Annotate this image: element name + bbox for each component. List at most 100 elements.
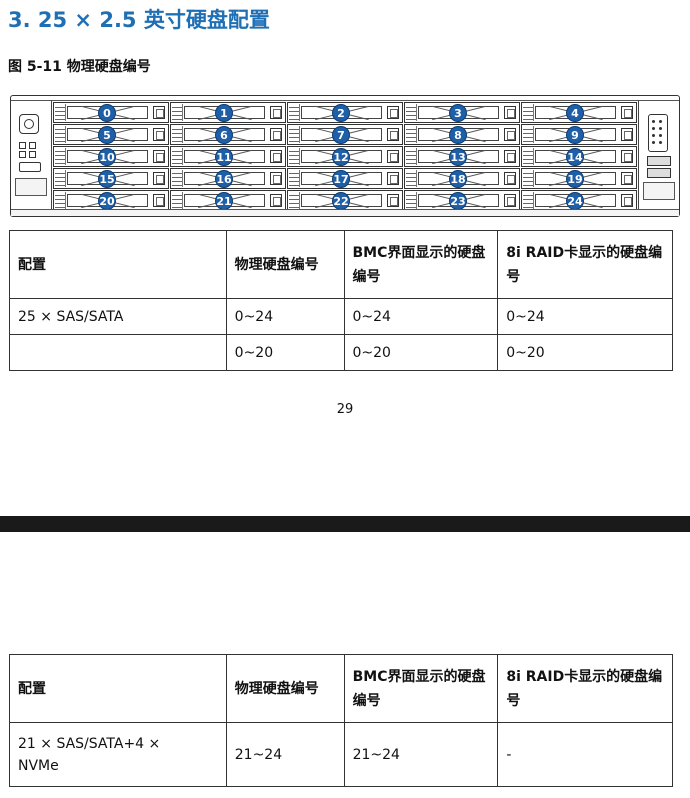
drive-bay: 16 bbox=[170, 168, 286, 189]
vent-icon bbox=[523, 104, 534, 121]
vent-icon bbox=[289, 148, 300, 165]
slot-number-label: 11 bbox=[215, 148, 233, 166]
slot-number-label: 22 bbox=[332, 192, 350, 210]
vent-icon bbox=[406, 126, 417, 143]
vent-icon bbox=[523, 148, 534, 165]
vent-icon bbox=[406, 192, 417, 209]
table-cell: 0~24 bbox=[497, 298, 673, 335]
drive-bay: 4 bbox=[521, 102, 637, 123]
drive-bay: 5 bbox=[53, 124, 169, 145]
vent-icon bbox=[406, 148, 417, 165]
latch-icon bbox=[504, 150, 516, 163]
right-mounting-ear bbox=[638, 100, 679, 210]
slot-number-label: 18 bbox=[449, 170, 467, 188]
vent-icon bbox=[55, 170, 66, 187]
drive-bay: 9 bbox=[521, 124, 637, 145]
latch-icon bbox=[504, 128, 516, 141]
table-row: 0~20 0~20 0~20 bbox=[9, 334, 673, 371]
drive-bay: 2 bbox=[287, 102, 403, 123]
latch-icon bbox=[621, 172, 633, 185]
latch-icon bbox=[387, 172, 399, 185]
table-cell: 0~24 bbox=[343, 298, 499, 335]
slot-number-label: 24 bbox=[566, 192, 584, 210]
vent-icon bbox=[523, 170, 534, 187]
section-heading: 3. 25 × 2.5 英寸硬盘配置 bbox=[8, 8, 270, 32]
table-row: 25 × SAS/SATA 0~24 0~24 0~24 bbox=[9, 298, 673, 335]
drive-bay: 20 bbox=[53, 190, 169, 211]
latch-icon bbox=[270, 150, 282, 163]
slot-number-label: 9 bbox=[566, 126, 584, 144]
vent-icon bbox=[523, 126, 534, 143]
usb-port-icon bbox=[647, 168, 671, 178]
slot-number-label: 0 bbox=[98, 104, 116, 122]
table-cell: 0~20 bbox=[497, 334, 673, 371]
vent-icon bbox=[172, 192, 183, 209]
slot-number-label: 23 bbox=[449, 192, 467, 210]
power-button-icon bbox=[19, 114, 39, 134]
ear-panel bbox=[15, 178, 47, 196]
slot-number-label: 19 bbox=[566, 170, 584, 188]
header-config: 配置 bbox=[9, 230, 227, 299]
header-physical-id: 物理硬盘编号 bbox=[225, 654, 345, 723]
table-cell: 25 × SAS/SATA bbox=[9, 298, 227, 335]
vent-icon bbox=[406, 170, 417, 187]
drive-bay: 8 bbox=[404, 124, 520, 145]
vent-icon bbox=[289, 126, 300, 143]
drive-bay: 7 bbox=[287, 124, 403, 145]
slot-number-label: 17 bbox=[332, 170, 350, 188]
slot-number-label: 10 bbox=[98, 148, 116, 166]
vent-icon bbox=[289, 104, 300, 121]
page-break-bar bbox=[0, 516, 690, 532]
latch-icon bbox=[504, 194, 516, 207]
drive-bay: 10 bbox=[53, 146, 169, 167]
drive-bay: 17 bbox=[287, 168, 403, 189]
vent-icon bbox=[289, 192, 300, 209]
drive-bay: 1 bbox=[170, 102, 286, 123]
table-header-row: 配置 物理硬盘编号 BMC界面显示的硬盘编号 8i RAID卡显示的硬盘编号 bbox=[9, 230, 673, 299]
latch-icon bbox=[270, 106, 282, 119]
latch-icon bbox=[153, 172, 165, 185]
page-number: 29 bbox=[336, 402, 354, 417]
table-row: 21 × SAS/SATA+4 × NVMe 21~24 21~24 - bbox=[9, 722, 673, 787]
latch-icon bbox=[270, 172, 282, 185]
status-led-icon bbox=[19, 151, 26, 158]
usb-port-icon bbox=[19, 162, 41, 172]
latch-icon bbox=[270, 194, 282, 207]
latch-icon bbox=[153, 106, 165, 119]
latch-icon bbox=[621, 150, 633, 163]
drive-bay: 18 bbox=[404, 168, 520, 189]
slot-number-label: 12 bbox=[332, 148, 350, 166]
drive-bay: 13 bbox=[404, 146, 520, 167]
table-cell: 21~24 bbox=[343, 722, 499, 787]
latch-icon bbox=[153, 150, 165, 163]
vent-icon bbox=[172, 104, 183, 121]
header-bmc-id: BMC界面显示的硬盘编号 bbox=[343, 230, 499, 299]
figure-caption: 图 5-11 物理硬盘编号 bbox=[8, 59, 151, 75]
chassis-bottom-rail bbox=[11, 209, 679, 216]
slot-number-label: 15 bbox=[98, 170, 116, 188]
status-led-icon bbox=[29, 142, 36, 149]
drive-numbering-table-2: 配置 物理硬盘编号 BMC界面显示的硬盘编号 8i RAID卡显示的硬盘编号 2… bbox=[9, 654, 673, 787]
drive-bay: 24 bbox=[521, 190, 637, 211]
drive-bay: 14 bbox=[521, 146, 637, 167]
slot-number-label: 5 bbox=[98, 126, 116, 144]
ear-panel bbox=[643, 182, 675, 200]
slot-number-label: 6 bbox=[215, 126, 233, 144]
table-cell: 0~20 bbox=[225, 334, 345, 371]
vent-icon bbox=[289, 170, 300, 187]
header-bmc-id: BMC界面显示的硬盘编号 bbox=[343, 654, 499, 723]
table-cell: - bbox=[497, 722, 673, 787]
vent-icon bbox=[172, 148, 183, 165]
table-cell: 0~20 bbox=[343, 334, 499, 371]
latch-icon bbox=[387, 194, 399, 207]
slot-number-label: 3 bbox=[449, 104, 467, 122]
table-cell: 0~24 bbox=[225, 298, 345, 335]
drive-bay: 12 bbox=[287, 146, 403, 167]
slot-number-label: 20 bbox=[98, 192, 116, 210]
vga-port-icon bbox=[648, 114, 668, 152]
table-header-row: 配置 物理硬盘编号 BMC界面显示的硬盘编号 8i RAID卡显示的硬盘编号 bbox=[9, 654, 673, 723]
drive-bay: 6 bbox=[170, 124, 286, 145]
slot-number-label: 1 bbox=[215, 104, 233, 122]
